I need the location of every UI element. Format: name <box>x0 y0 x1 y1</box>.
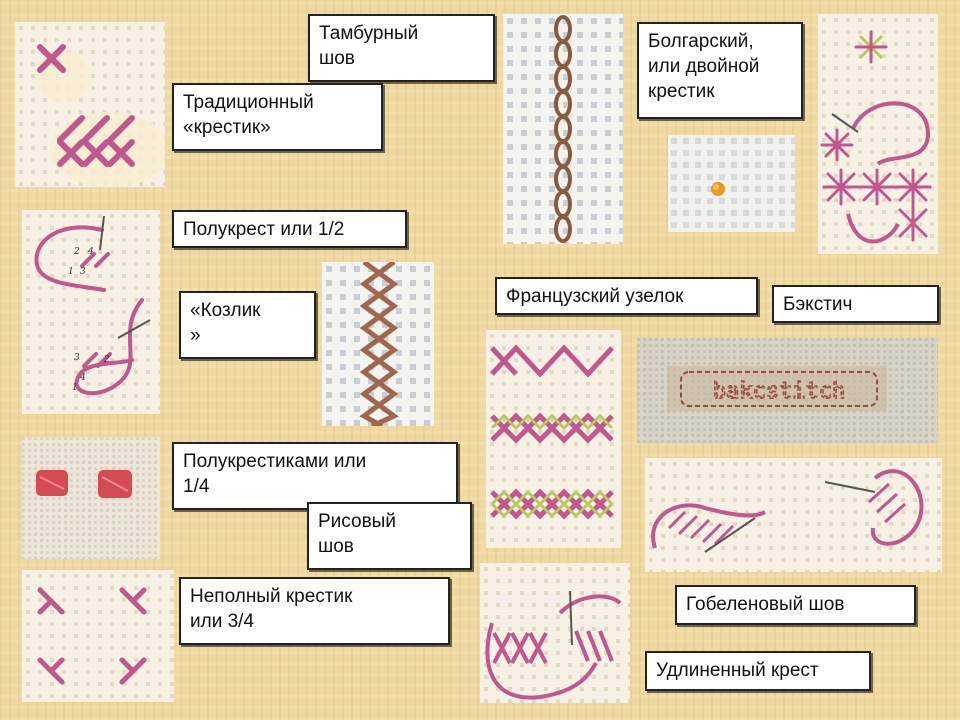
svg-text:2: 2 <box>73 247 80 257</box>
backstitch-sample-text: bakcstitch <box>713 379 845 404</box>
label-backstitch: Бэкстич <box>772 285 939 323</box>
svg-text:3: 3 <box>74 353 80 363</box>
traditional-cross-image <box>15 22 165 187</box>
tambour-stitch-image <box>503 14 623 244</box>
needle-icon <box>99 215 151 339</box>
elongated-cross-image <box>480 563 630 703</box>
gobelin-stitch-image <box>645 458 942 572</box>
rice-stitch-image <box>486 330 621 548</box>
label-tambour: Тамбурный шов <box>308 14 495 82</box>
bulgarian-cross-image <box>818 14 938 254</box>
svg-text:2: 2 <box>103 355 110 365</box>
label-french-knot: Французский узелок <box>495 277 758 315</box>
label-rice: Рисовый шов <box>307 502 472 570</box>
label-three-quarter: Неполный крестик или 3/4 <box>179 577 450 645</box>
quarter-cross-image <box>22 437 160 559</box>
label-traditional: Традиционный «крестик» <box>172 83 383 151</box>
svg-text:3: 3 <box>80 267 86 277</box>
label-quarter-cross: Полукрестиками или 1/4 <box>172 442 458 510</box>
label-gobelin: Гобеленовый шов <box>675 585 916 625</box>
three-quarter-cross-image <box>22 570 174 702</box>
label-kozlik: «Козлик » <box>179 291 316 359</box>
label-elongated: Удлиненный крест <box>645 651 871 691</box>
needle-icon <box>831 113 859 133</box>
label-bulgarian: Болгарский, или двойной крестик <box>637 22 803 119</box>
french-knot-image <box>668 135 795 232</box>
svg-text:4: 4 <box>79 373 86 383</box>
svg-text:1: 1 <box>68 267 74 277</box>
svg-text:1: 1 <box>72 383 78 393</box>
label-half-cross: Полукрест или 1/2 <box>172 210 407 248</box>
backstitch-image: bakcstitch <box>637 338 938 443</box>
svg-text:4: 4 <box>87 247 94 257</box>
needle-icon <box>704 481 876 553</box>
kozlik-stitch-image <box>322 262 434 426</box>
needle-icon <box>569 590 573 646</box>
